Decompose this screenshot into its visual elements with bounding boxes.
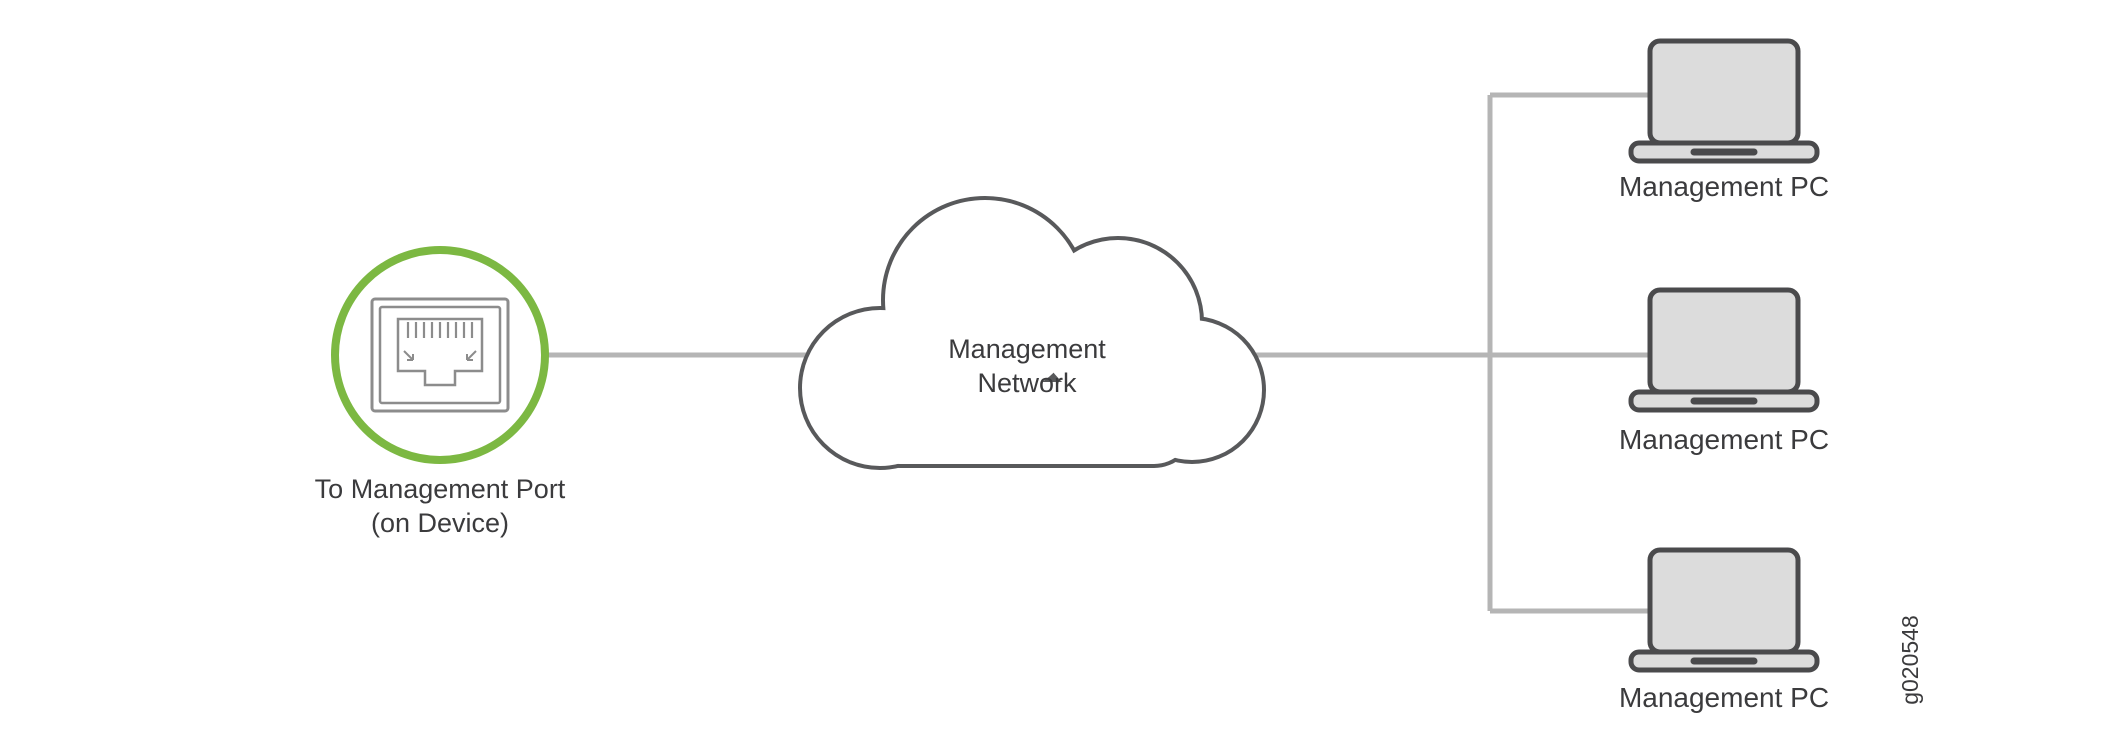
rj45-latch-arrow-left — [403, 350, 414, 361]
pc-label-bottom: Management PC — [1618, 682, 1830, 713]
ethernet-port-icon — [331, 246, 549, 464]
laptop-icon — [1631, 290, 1817, 410]
port-label-line2: (on Device) — [370, 508, 510, 538]
pc-label-top: Management PC — [1618, 171, 1830, 202]
cloud-icon — [798, 196, 1266, 470]
management-pcs — [1631, 41, 1817, 670]
cloud-label-line2: Network — [977, 368, 1077, 398]
cloud-label-line1: Management — [948, 334, 1106, 364]
port-inner-frame — [378, 305, 502, 405]
rj45-latch-arrow-right — [466, 350, 477, 361]
connector-lines — [440, 92, 1656, 614]
pc-label-middle: Management PC — [1618, 424, 1830, 455]
port-label: To Management Port (on Device) — [240, 472, 640, 540]
cloud-body — [802, 200, 1262, 466]
rj45-jack-opening — [396, 317, 484, 387]
rj45-pins — [406, 322, 474, 338]
figure-id: g020548 — [1897, 615, 1923, 705]
laptop-icon — [1631, 41, 1817, 161]
laptop-icon — [1631, 550, 1817, 670]
port-label-line1: To Management Port — [314, 474, 566, 504]
cloud-label: Management Network — [827, 332, 1227, 400]
